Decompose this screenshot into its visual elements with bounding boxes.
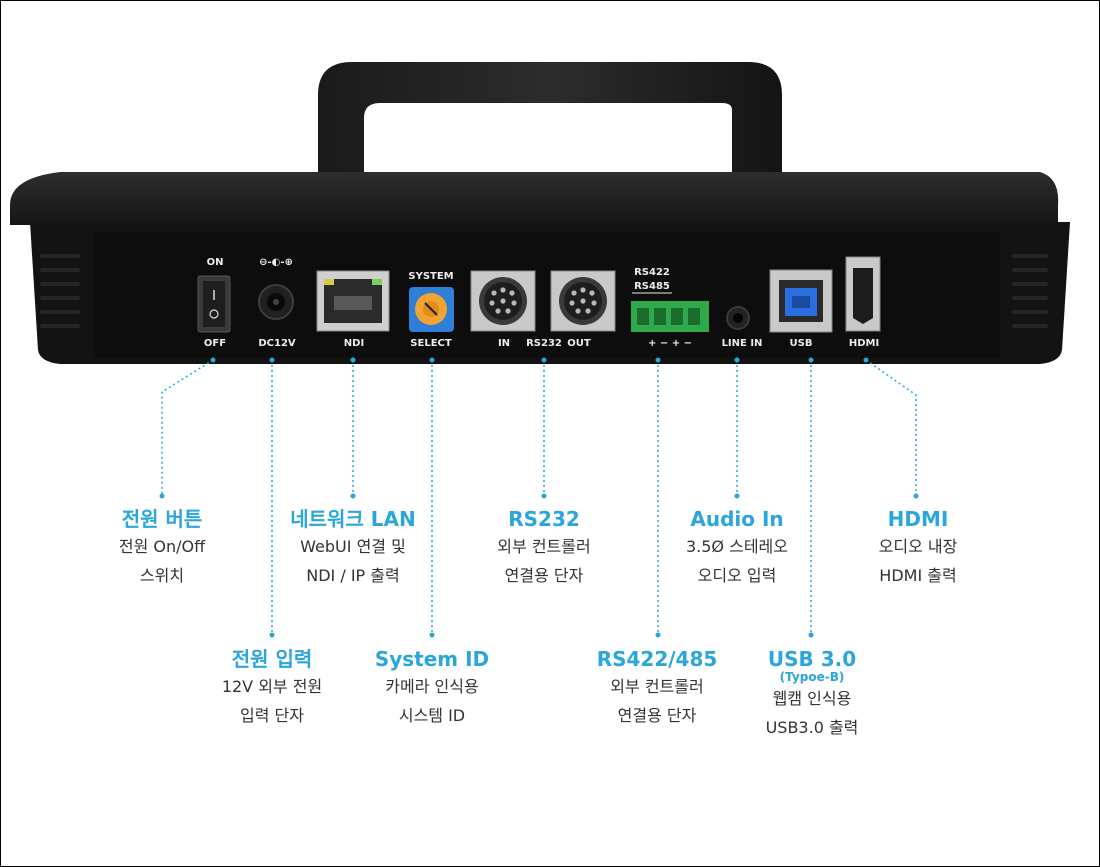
callout-desc: 전원 On/Off — [118, 537, 206, 556]
callout-power-input: 전원 입력 12V 외부 전원 입력 단자 — [162, 646, 382, 730]
callout-desc: 연결용 단자 — [504, 566, 584, 585]
callout-lan: 네트워크 LAN WebUI 연결 및 NDI / IP 출력 — [243, 506, 463, 590]
callout-desc: 오디오 입력 — [697, 566, 777, 585]
callout-title: USB 3.0 — [767, 647, 857, 671]
label-terminal-polarity: + − + − — [648, 338, 692, 349]
callout-title: HDMI — [887, 507, 949, 531]
callout-desc: 연결용 단자 — [617, 706, 697, 725]
device-top — [10, 172, 1059, 225]
label-rs422: RS422 — [634, 267, 670, 278]
callout-title: 전원 버튼 — [121, 507, 203, 531]
leader-dots — [159, 357, 919, 638]
callout-desc: USB3.0 출력 — [765, 718, 859, 737]
callout-title: 전원 입력 — [231, 647, 313, 671]
label-usb: USB — [790, 338, 813, 349]
callout-desc: 스위치 — [139, 566, 185, 585]
label-out: OUT — [567, 338, 591, 349]
label-off: OFF — [204, 338, 226, 349]
callout-rs422-485: RS422/485 외부 컨트롤러 연결용 단자 — [547, 646, 767, 730]
callout-desc: 12V 외부 전원 — [221, 677, 323, 696]
callout-desc: NDI / IP 출력 — [306, 566, 400, 585]
callout-desc: 3.5Ø 스테레오 — [685, 537, 788, 556]
callout-title: 네트워크 LAN — [290, 507, 416, 531]
camera-handle — [318, 62, 782, 185]
label-line-in: LINE IN — [722, 338, 763, 349]
left-vent — [40, 254, 80, 328]
callout-desc: 외부 컨트롤러 — [610, 677, 704, 696]
callout-audio-in: Audio In 3.5Ø 스테레오 오디오 입력 — [627, 506, 847, 590]
callout-system-id: System ID 카메라 인식용 시스템 ID — [322, 646, 542, 730]
callout-rs232: RS232 외부 컨트롤러 연결용 단자 — [434, 506, 654, 590]
callout-desc: HDMI 출력 — [879, 566, 957, 585]
callout-desc: 오디오 내장 — [878, 537, 958, 556]
label-select: SELECT — [410, 338, 452, 349]
callout-subtitle: (Typoe-B) — [779, 670, 845, 684]
callout-power-button: 전원 버튼 전원 On/Off 스위치 — [52, 506, 272, 590]
callout-title: System ID — [374, 647, 490, 671]
leader-power-button — [161, 359, 214, 496]
callout-desc: 입력 단자 — [240, 706, 304, 725]
callout-hdmi: HDMI 오디오 내장 HDMI 출력 — [808, 506, 1028, 590]
callout-usb3: USB 3.0 (Typoe-B) 웹캠 인식용 USB3.0 출력 — [702, 646, 922, 742]
label-system: SYSTEM — [408, 271, 453, 282]
label-on: ON — [207, 257, 224, 268]
callout-desc: 외부 컨트롤러 — [497, 537, 591, 556]
leader-lines — [161, 359, 917, 635]
leader-hdmi — [865, 359, 917, 496]
callout-desc: 카메라 인식용 — [385, 677, 479, 696]
right-vent — [1012, 254, 1048, 328]
callout-title: RS232 — [508, 507, 580, 531]
label-dc12v: DC12V — [258, 338, 296, 349]
label-hdmi: HDMI — [849, 338, 879, 349]
callout-desc: 웹캠 인식용 — [772, 689, 852, 708]
label-rs232: RS232 — [526, 338, 562, 349]
label-rs485: RS485 — [634, 281, 670, 292]
label-dc-symbol: ⊖-◐-⊕ — [259, 257, 293, 268]
callout-desc: 시스템 ID — [398, 706, 466, 725]
label-in: IN — [498, 338, 510, 349]
callout-title: Audio In — [690, 507, 784, 531]
label-ndi: NDI — [344, 338, 364, 349]
callout-title: RS422/485 — [596, 647, 718, 671]
callout-desc: WebUI 연결 및 — [300, 537, 406, 556]
